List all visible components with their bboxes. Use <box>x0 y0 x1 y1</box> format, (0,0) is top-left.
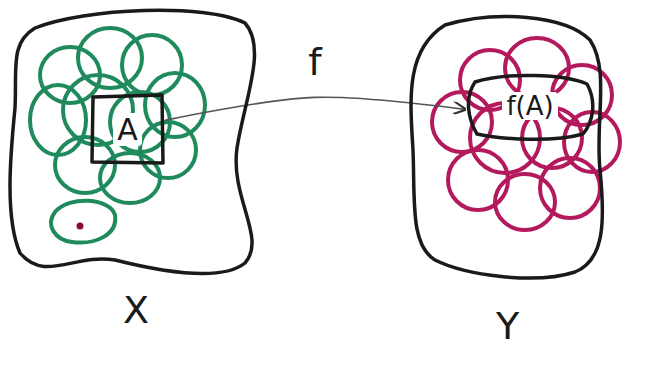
function-label: f <box>304 42 325 84</box>
point <box>77 223 84 230</box>
space-label: Y <box>496 306 519 348</box>
set-region: AX <box>5 8 267 343</box>
space-label: X <box>123 290 149 332</box>
set-label: A <box>113 113 142 146</box>
subset-box: A <box>90 93 165 165</box>
outline-path <box>468 75 592 139</box>
map-arrow <box>165 97 465 120</box>
outline-path <box>411 17 602 278</box>
image-region: f(A) <box>465 72 595 140</box>
red-open-sets <box>432 38 620 230</box>
set-region: f(A) Y <box>405 10 610 365</box>
outline-path <box>92 95 163 163</box>
green-open-sets <box>30 28 205 243</box>
set-label: f(A) <box>502 92 557 121</box>
outline-path <box>10 10 255 273</box>
